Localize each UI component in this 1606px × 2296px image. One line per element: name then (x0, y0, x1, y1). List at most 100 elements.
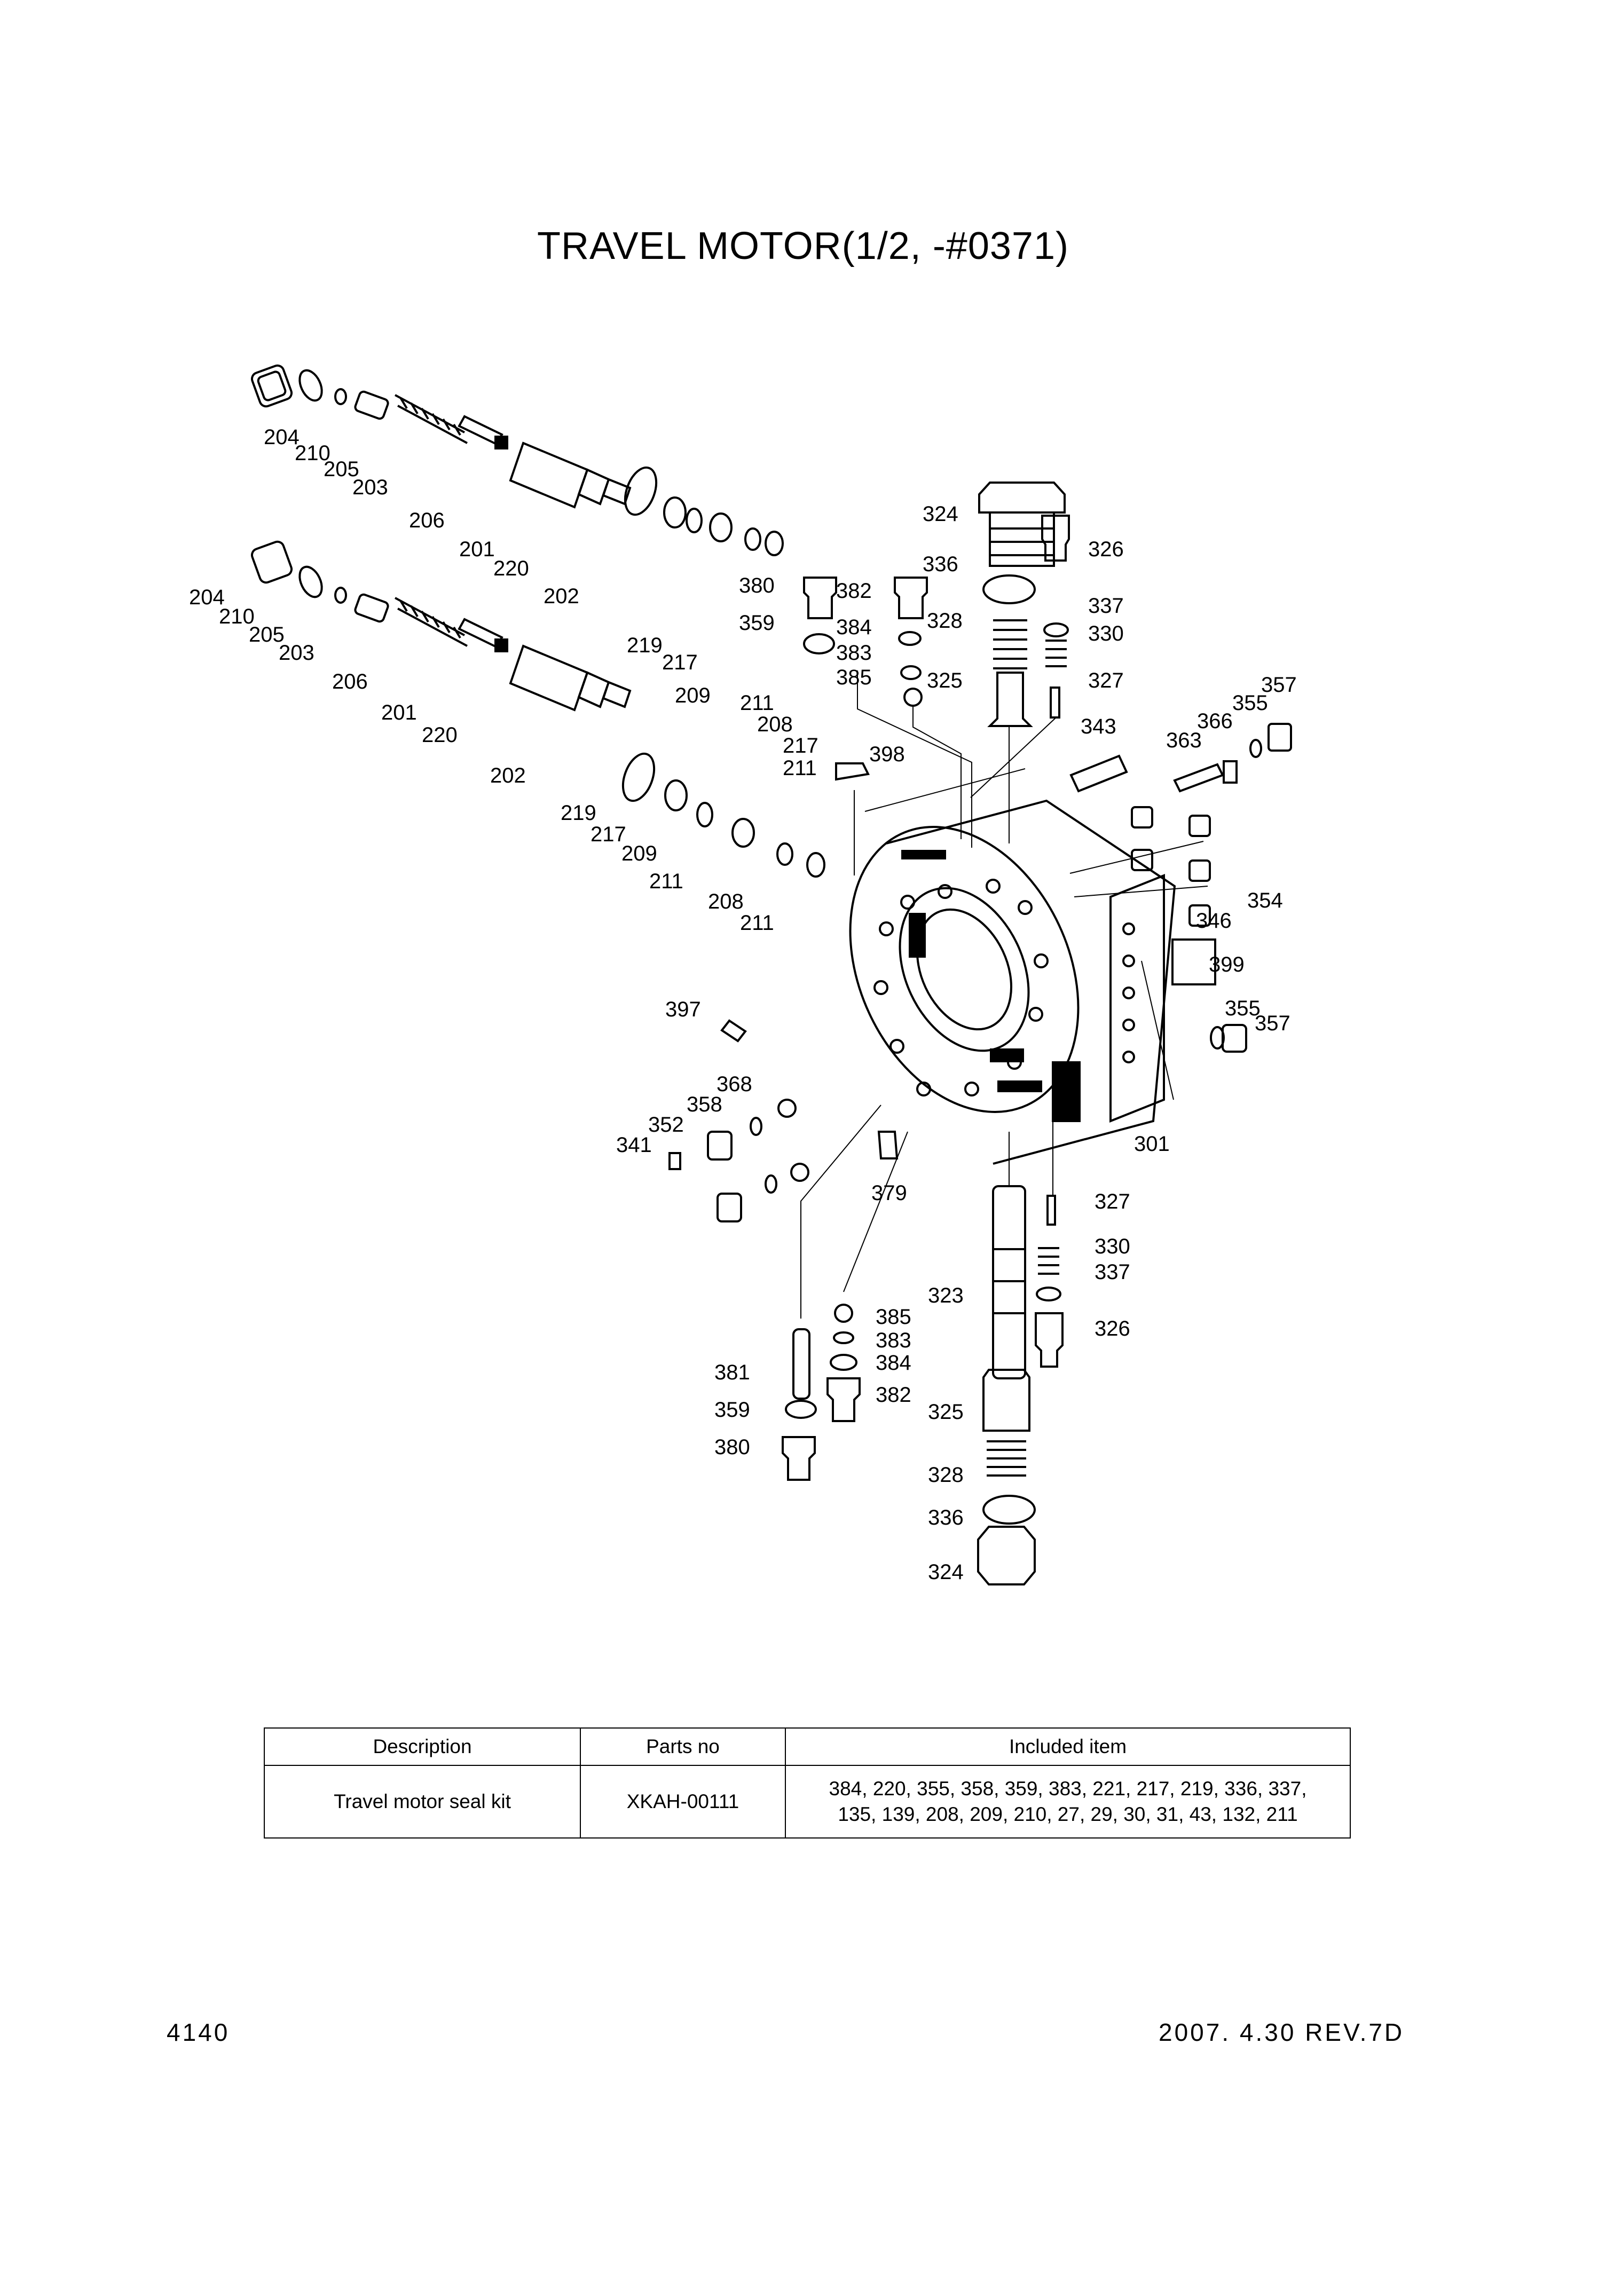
part-label: 201 (381, 701, 417, 724)
lower-left-parts (668, 1019, 899, 1222)
part-label: 384 (836, 616, 872, 639)
part-label: 206 (332, 670, 368, 693)
part-label: 346 (1196, 909, 1232, 933)
part-label: 208 (708, 890, 744, 913)
part-label: 205 (249, 623, 285, 646)
part-label: 380 (714, 1435, 750, 1459)
part-label: 325 (928, 1400, 964, 1424)
part-label: 383 (876, 1329, 911, 1352)
part-label: 217 (662, 651, 698, 674)
column-header-description: Description (264, 1727, 581, 1766)
part-label: 363 (1166, 729, 1202, 752)
part-label: 325 (927, 669, 963, 692)
part-label: 211 (783, 756, 817, 780)
top-center-parts (803, 482, 1070, 727)
part-label: 211 (740, 691, 774, 715)
kit-parts-no-cell: XKAH-00111 (580, 1765, 786, 1839)
part-label: 337 (1088, 594, 1124, 618)
part-label: 327 (1088, 669, 1124, 692)
part-label: 328 (927, 609, 963, 633)
part-label: 206 (409, 509, 445, 532)
part-label: 398 (869, 743, 905, 766)
part-label: 205 (324, 457, 359, 481)
lower-relief-valve-parts (250, 540, 825, 878)
part-label: 366 (1197, 709, 1233, 733)
part-label: 358 (687, 1093, 722, 1116)
part-label: 203 (352, 476, 388, 499)
revision-date: 2007. 4.30 REV.7D (1159, 2018, 1405, 2046)
part-label: 328 (928, 1463, 964, 1487)
part-label: 210 (295, 441, 330, 465)
part-label: 341 (616, 1133, 652, 1157)
part-label: 397 (665, 998, 701, 1021)
included-items-line: 384, 220, 355, 358, 359, 383, 221, 217, … (829, 1778, 1307, 1800)
part-label: 354 (1247, 889, 1283, 912)
part-label: 337 (1095, 1260, 1130, 1284)
part-label: 203 (279, 641, 314, 665)
part-label: 336 (923, 553, 958, 576)
part-label: 343 (1081, 715, 1116, 738)
part-label: 336 (928, 1506, 964, 1529)
column-header-parts-no: Parts no (580, 1727, 786, 1766)
part-label: 220 (422, 723, 458, 747)
part-label: 381 (714, 1361, 750, 1384)
part-label: 219 (627, 634, 663, 657)
leader-lines (800, 670, 1208, 1319)
part-label: 326 (1095, 1317, 1130, 1340)
part-label: 359 (739, 611, 775, 635)
part-label: 204 (189, 586, 225, 609)
page-number: 4140 (167, 2018, 230, 2046)
part-label: 399 (1209, 953, 1245, 976)
table-header-row: Description Parts no Included item (264, 1727, 1351, 1766)
part-label: 202 (490, 764, 526, 787)
part-label: 368 (717, 1072, 752, 1096)
part-label: 326 (1088, 538, 1124, 561)
part-label: 327 (1095, 1190, 1130, 1213)
included-items-line: 135, 139, 208, 209, 210, 27, 29, 30, 31,… (838, 1803, 1298, 1825)
part-label: 384 (876, 1351, 911, 1375)
table-row: Travel motor seal kit XKAH-00111 384, 22… (264, 1765, 1351, 1839)
part-label: 210 (219, 605, 255, 628)
part-label: 301 (1134, 1132, 1170, 1156)
part-label: 217 (591, 823, 626, 846)
part-label: 357 (1255, 1012, 1290, 1035)
part-label: 359 (714, 1398, 750, 1422)
part-label: 379 (871, 1181, 907, 1205)
seal-kit-table: Description Parts no Included item Trave… (264, 1727, 1351, 1839)
part-label: 330 (1095, 1235, 1130, 1258)
part-label: 220 (493, 557, 529, 580)
part-number-labels: 204 210 205 203 206 201 220 202 219 217 … (189, 425, 1297, 1584)
part-label: 323 (928, 1284, 964, 1307)
part-label: 211 (740, 911, 774, 935)
part-label: 380 (739, 574, 775, 597)
part-label: 357 (1261, 673, 1297, 697)
lower-center-parts (782, 1185, 1064, 1585)
part-label: 208 (757, 713, 793, 736)
part-label: 352 (648, 1113, 684, 1137)
part-label: 202 (544, 585, 579, 608)
motor-housing (849, 799, 1176, 1165)
part-label: 211 (649, 870, 683, 893)
part-label: 330 (1088, 622, 1124, 645)
right-side-parts (835, 723, 1292, 1053)
parts-drawing (250, 364, 1292, 1585)
part-label: 204 (264, 425, 300, 449)
part-label: 219 (561, 801, 596, 825)
kit-included-items-cell: 384, 220, 355, 358, 359, 383, 221, 217, … (785, 1765, 1351, 1839)
kit-description-cell: Travel motor seal kit (264, 1765, 581, 1839)
part-label: 201 (459, 538, 495, 561)
part-label: 217 (783, 734, 818, 758)
part-label: 355 (1225, 997, 1261, 1020)
part-label: 324 (923, 502, 958, 526)
page-title: TRAVEL MOTOR(1/2, -#0371) (537, 225, 1069, 267)
part-label: 209 (621, 842, 657, 865)
part-label: 382 (876, 1383, 911, 1407)
part-label: 355 (1232, 691, 1268, 715)
part-label: 385 (836, 666, 872, 689)
part-label: 324 (928, 1560, 964, 1584)
column-header-included-item: Included item (785, 1727, 1351, 1766)
part-label: 385 (876, 1305, 911, 1329)
part-label: 209 (675, 684, 711, 707)
upper-relief-valve-parts (250, 364, 784, 556)
